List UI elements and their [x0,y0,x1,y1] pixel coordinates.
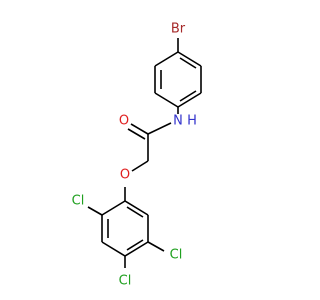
bond [147,241,165,252]
atom-label-layer: Br N H O O Cl Cl Cl [72,22,197,289]
molecule-structure-diagram: Br N H O O Cl Cl Cl [72,22,202,289]
bond [124,241,149,257]
chlorine-atom-label: Cl [119,274,132,289]
bond [124,200,149,216]
bond [130,123,149,135]
amide-nitrogen-label: N [173,114,183,129]
bond [177,51,202,67]
bond [87,206,103,216]
bond [131,160,149,172]
aromatic-inner-bond [179,90,197,102]
bromine-atom-label: Br [171,22,186,37]
bond-layer [87,38,202,268]
carbonyl-oxygen-label: O [119,114,129,129]
aromatic-inner-bond [126,239,144,251]
aromatic-inner-bond [179,57,197,69]
aromatic-inner-bond [126,206,144,218]
bond [177,92,202,108]
chlorine-atom-label: Cl [170,248,183,263]
bond [101,200,126,216]
chlorine-atom-label: Cl [72,194,85,209]
amide-hydrogen-label: H [187,114,197,129]
bond [101,241,126,257]
bond [147,122,172,135]
bond [154,92,179,108]
ether-oxygen-label: O [120,168,130,183]
bond [154,51,179,67]
bond [127,128,146,140]
